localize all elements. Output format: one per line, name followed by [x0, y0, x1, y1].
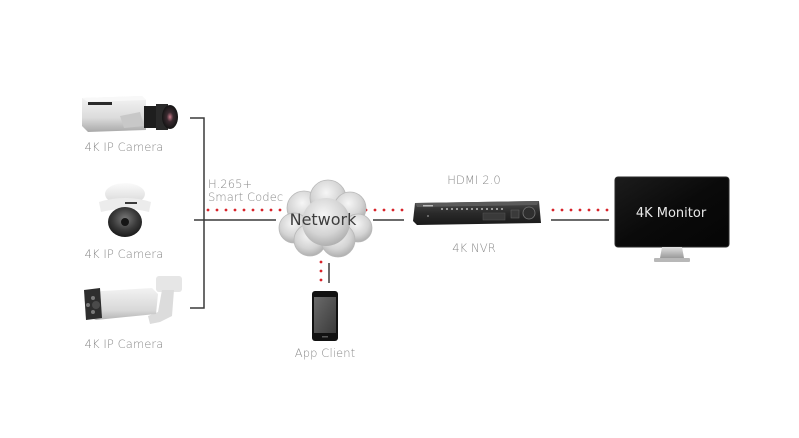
camera-network-dot: [251, 208, 255, 212]
nvr-icon: [413, 201, 541, 225]
app-client-node: [311, 290, 339, 342]
network-nvr-dot: [400, 208, 404, 212]
nvr-monitor-dot: [596, 208, 600, 212]
box-camera-label: 4K IP Camera: [84, 140, 164, 154]
box-camera-node: [80, 92, 180, 137]
camera-bracket: [190, 117, 276, 309]
camera-network-dot: [260, 208, 264, 212]
network-app-dot: [319, 260, 323, 264]
nvr-monitor-dot: [587, 208, 591, 212]
dome-camera-label: 4K IP Camera: [84, 247, 164, 261]
camera-network-dot: [278, 208, 282, 212]
network-nvr-dot: [382, 208, 386, 212]
monitor-label: 4K Monitor: [635, 206, 707, 221]
camera-network-dot: [242, 208, 246, 212]
camera-network-dot: [206, 208, 210, 212]
camera-network-dot: [233, 208, 237, 212]
codec-label: H.265+ Smart Codec: [208, 178, 283, 204]
network-app-dot: [319, 278, 323, 282]
dome-camera-node: [95, 180, 155, 238]
bullet-camera-icon: [84, 276, 182, 324]
camera-network-dot: [215, 208, 219, 212]
nvr-monitor-dot: [569, 208, 573, 212]
smartphone-icon: [312, 291, 338, 341]
codec-label-line1: H.265+: [208, 177, 253, 191]
network-label: Network: [289, 210, 357, 229]
camera-network-dot: [224, 208, 228, 212]
nvr-label: 4K NVR: [452, 241, 496, 255]
data-flow-dots: [206, 208, 609, 282]
bullet-camera-node: [82, 272, 187, 332]
cloud-icon: [278, 179, 373, 258]
nvr-monitor-dot: [560, 208, 564, 212]
camera-network-dot: [269, 208, 273, 212]
network-nvr-dot: [373, 208, 377, 212]
nvr-monitor-dot: [605, 208, 609, 212]
hdmi-label: HDMI 2.0: [447, 173, 501, 187]
monitor-node: [614, 176, 730, 266]
network-app-dot: [319, 269, 323, 273]
bullet-camera-label: 4K IP Camera: [84, 337, 164, 351]
app-client-label: App Client: [294, 346, 356, 360]
box-camera-icon: [82, 96, 178, 132]
nvr-monitor-dot: [551, 208, 555, 212]
network-nvr-dot: [391, 208, 395, 212]
codec-label-line2: Smart Codec: [208, 190, 284, 204]
network-node: [276, 178, 374, 262]
nvr-monitor-dot: [578, 208, 582, 212]
nvr-node: [411, 199, 543, 229]
monitor-icon: [614, 176, 730, 262]
dome-camera-icon: [99, 183, 151, 237]
